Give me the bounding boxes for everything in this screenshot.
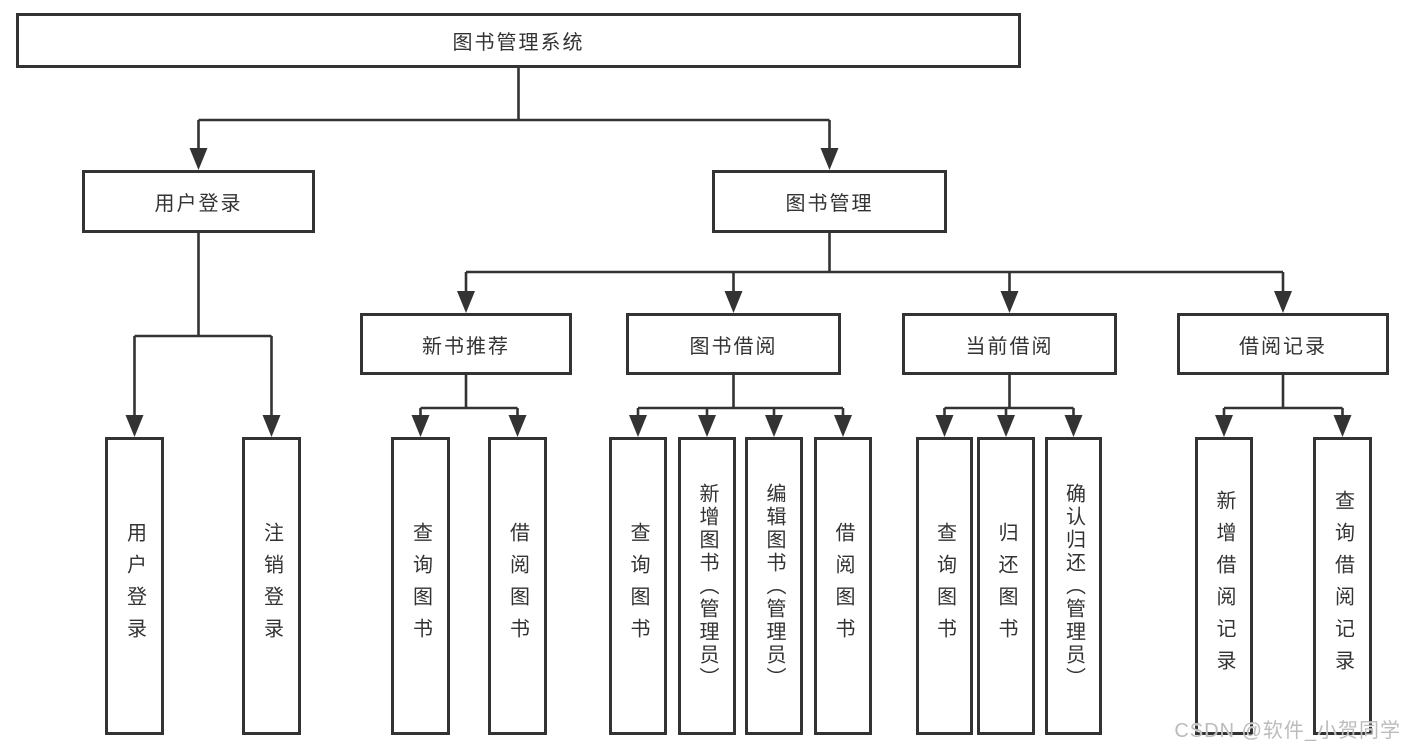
leaf-return-books: 归还图书 [977,437,1035,735]
node-label: 新书推荐 [422,335,510,358]
node-library-system: 图书管理系统 [16,13,1021,68]
leaf-label: 查询图书 [933,522,956,650]
leaf-query-books-borrow: 查询图书 [609,437,667,735]
leaf-user-login: 用户登录 [105,437,164,735]
node-label: 当前借阅 [965,335,1054,358]
leaf-edit-books-admin: 编辑图书（管理员） [745,437,803,735]
leaf-borrow-books: 借阅图书 [814,437,872,735]
leaf-label: 归还图书 [995,522,1017,650]
leaf-label: 编辑图书（管理员） [763,482,785,690]
connector-root-to-level2 [189,68,839,170]
leaf-label: 用户登录 [123,522,146,650]
node-label: 图书借阅 [689,335,778,358]
leaf-label: 借阅图书 [832,522,854,650]
leaf-label: 确认归还（管理员） [1062,482,1085,690]
csdn-watermark: CSDN @软件_小贺同学 [1174,720,1401,742]
leaf-add-books-admin: 新增图书（管理员） [678,437,736,735]
node-book-borrow: 图书借阅 [626,313,841,375]
connector-current-borrow-children [935,375,1083,437]
leaf-label: 查询图书 [409,522,432,650]
leaf-label: 新增图书（管理员） [696,482,718,690]
node-new-book-recommend: 新书推荐 [360,313,572,375]
leaf-label: 借阅图书 [506,522,529,650]
leaf-query-borrow-record: 查询借阅记录 [1313,437,1372,735]
node-label: 用户登录 [154,193,243,215]
leaf-borrow-books-recommend: 借阅图书 [488,437,547,735]
node-current-borrow: 当前借阅 [902,313,1117,375]
node-label: 图书管理系统 [452,32,585,54]
connector-borrow-records-children [1215,375,1352,437]
leaf-label: 查询图书 [627,522,649,650]
node-user-login: 用户登录 [82,170,315,233]
node-book-management: 图书管理 [712,170,947,233]
leaf-query-books-recommend: 查询图书 [391,437,450,735]
leaf-label: 新增借阅记录 [1213,490,1235,682]
node-label: 图书管理 [785,193,874,215]
leaf-query-books-current: 查询图书 [916,437,973,735]
connector-book-management-children [457,233,1292,313]
leaf-label: 查询借阅记录 [1331,490,1354,682]
connector-book-borrow-children [629,375,852,437]
node-label: 借阅记录 [1239,335,1327,358]
connector-new-book-recommend-children [411,375,527,437]
node-borrow-records: 借阅记录 [1177,313,1389,375]
leaf-add-borrow-record: 新增借阅记录 [1195,437,1253,735]
leaf-confirm-return-admin: 确认归还（管理员） [1045,437,1102,735]
leaf-logout: 注销登录 [242,437,301,735]
leaf-label: 注销登录 [260,522,283,650]
connector-user-login-children [125,233,281,437]
